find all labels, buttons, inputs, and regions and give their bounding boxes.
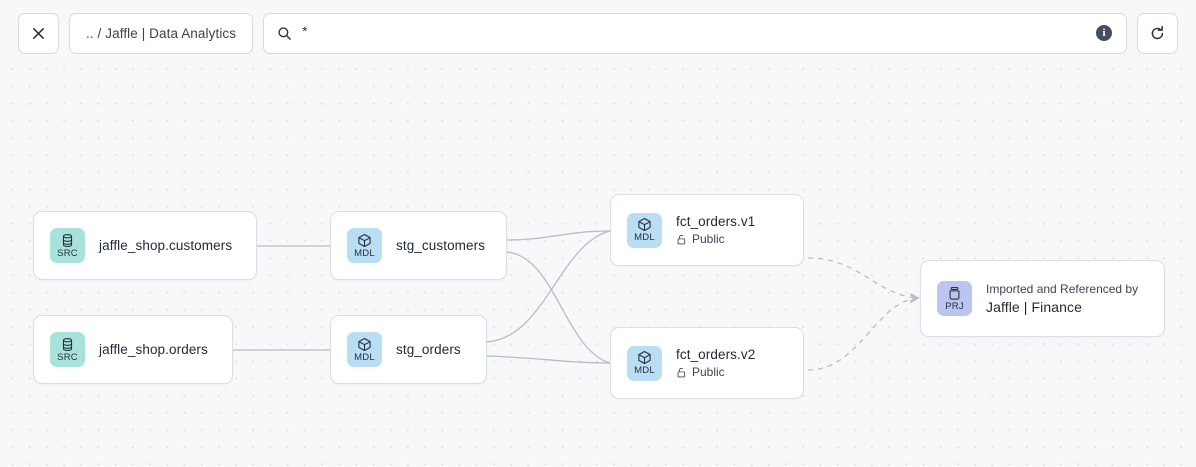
badge-src: SRC: [50, 332, 85, 367]
node-title: stg_orders: [396, 342, 461, 357]
node-jaffle-shop-customers[interactable]: SRC jaffle_shop.customers: [33, 211, 257, 280]
search-value[interactable]: *: [302, 23, 308, 39]
node-body: Imported and Referenced by Jaffle | Fina…: [986, 282, 1138, 315]
node-jaffle-finance-project[interactable]: PRJ Imported and Referenced by Jaffle | …: [920, 260, 1165, 337]
badge-label: MDL: [354, 351, 375, 363]
badge-mdl: MDL: [627, 345, 662, 381]
cube-icon: [358, 337, 371, 351]
node-body: stg_orders: [396, 342, 461, 357]
database-icon: [62, 233, 73, 247]
search-icon: [278, 26, 292, 40]
badge-src: SRC: [50, 228, 85, 263]
badge-mdl: MDL: [347, 228, 382, 263]
node-stg-customers[interactable]: MDL stg_customers: [330, 211, 507, 280]
node-body: stg_customers: [396, 238, 485, 253]
node-jaffle-shop-orders[interactable]: SRC jaffle_shop.orders: [33, 315, 233, 384]
node-fct-orders-v1[interactable]: MDL fct_orders.v1 Public: [610, 194, 804, 266]
node-title: fct_orders.v2: [676, 347, 756, 362]
cube-icon: [358, 233, 371, 247]
edge-v2-to-project: [807, 298, 918, 371]
badge-prj: PRJ: [937, 281, 972, 316]
unlock-icon: [677, 367, 686, 377]
node-body: fct_orders.v2 Public: [676, 347, 755, 379]
search-input[interactable]: * i: [263, 12, 1127, 54]
node-title: fct_orders.v1: [676, 214, 756, 229]
edge-v1-to-project: [807, 257, 918, 298]
breadcrumb: .. / Jaffle | Data Analytics: [86, 25, 237, 41]
edge-stgcustomers-to-v1: [506, 230, 611, 241]
refresh-button[interactable]: [1137, 12, 1178, 54]
badge-mdl: MDL: [627, 212, 662, 248]
refresh-icon: [1151, 25, 1164, 39]
node-title: jaffle_shop.customers: [99, 238, 233, 253]
close-button[interactable]: [18, 12, 59, 54]
badge-label: MDL: [354, 247, 375, 259]
breadcrumb-button[interactable]: .. / Jaffle | Data Analytics: [69, 12, 254, 54]
node-title: stg_customers: [396, 238, 486, 253]
badge-label: MDL: [634, 232, 655, 244]
cube-icon: [638, 218, 651, 232]
badge-label: MDL: [634, 365, 655, 377]
node-stg-orders[interactable]: MDL stg_orders: [330, 315, 487, 384]
close-icon: [33, 27, 44, 39]
node-fct-orders-v2[interactable]: MDL fct_orders.v2 Public: [610, 327, 804, 399]
edge-stgorders-to-v2: [486, 355, 611, 364]
node-visibility-label: Public: [692, 365, 725, 379]
node-pretitle: Imported and Referenced by: [986, 282, 1139, 296]
badge-mdl: MDL: [347, 332, 382, 367]
node-body: fct_orders.v1 Public: [676, 214, 755, 246]
node-visibility: Public: [676, 232, 755, 246]
cube-icon: [638, 351, 651, 365]
node-body: jaffle_shop.customers: [99, 238, 232, 253]
project-jar-icon: [949, 286, 960, 300]
badge-label: PRJ: [945, 300, 964, 312]
toolbar: .. / Jaffle | Data Analytics * i: [0, 0, 1196, 66]
unlock-icon: [677, 234, 686, 244]
database-icon: [62, 337, 73, 351]
node-visibility-label: Public: [692, 232, 725, 246]
badge-label: SRC: [57, 247, 78, 259]
node-visibility: Public: [676, 365, 755, 379]
info-icon[interactable]: i: [1096, 25, 1112, 41]
node-title: Jaffle | Finance: [986, 299, 1083, 315]
edge-stgcustomers-to-v2: [506, 251, 611, 364]
badge-label: SRC: [57, 351, 78, 363]
node-title: jaffle_shop.orders: [99, 342, 208, 357]
node-body: jaffle_shop.orders: [99, 342, 208, 357]
